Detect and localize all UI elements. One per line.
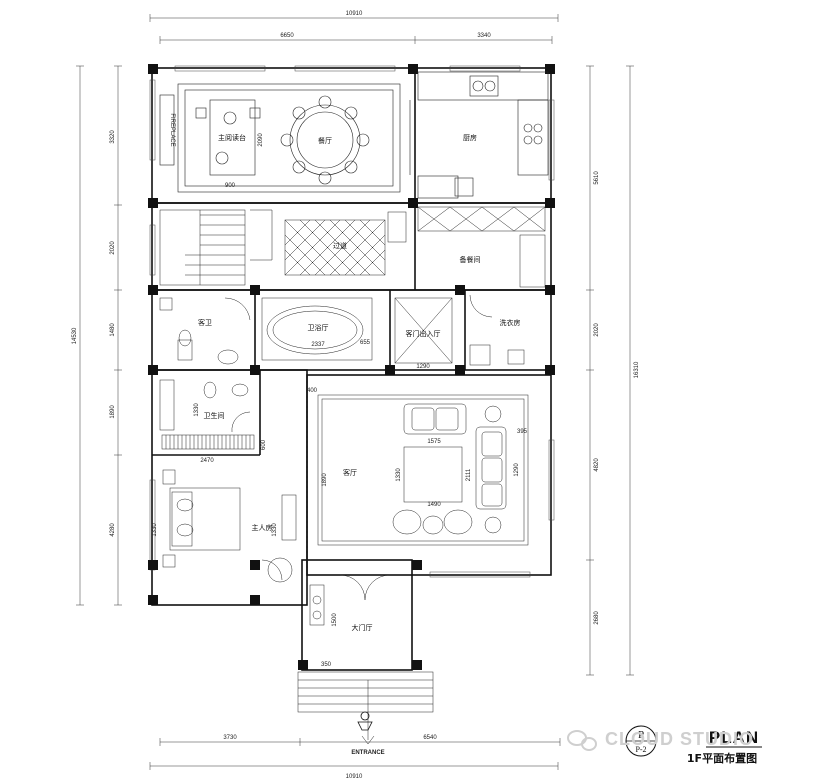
room-label-bath-hall: 卫浴厅: [308, 323, 329, 332]
room-label-laundry: 洗衣房: [500, 318, 521, 327]
watermark-text: CLOUD STUDIO: [605, 729, 754, 749]
room-label-foyer: 大门厅: [352, 623, 373, 632]
wardrobe: [161, 434, 255, 450]
room-label-dining: 餐厅: [318, 136, 332, 145]
dim-living-depth-2: 2111: [466, 468, 472, 481]
label-entrance: ENTRANCE: [351, 750, 384, 756]
room-label-study: 主阅读台: [218, 133, 246, 142]
dim-living-left: 1890: [322, 473, 328, 487]
dim-bottom-total: 10910: [346, 774, 363, 780]
guest-bath-fixtures: [159, 297, 251, 365]
dim-top-left: 6650: [280, 33, 294, 39]
kitchen-area: [409, 71, 549, 199]
dim-left-5: 4280: [110, 523, 116, 537]
room-label-guest-bath: 客卫: [198, 318, 212, 327]
dim-wc: 1330: [194, 403, 200, 417]
room-label-living: 客厅: [343, 468, 357, 477]
dim-bottom-left: 3730: [223, 735, 237, 741]
dim-bottom-right: 6540: [423, 735, 437, 741]
dim-top-right: 3340: [477, 33, 491, 39]
title-plan: PLAN: [709, 728, 759, 747]
dimension-lines: [76, 14, 634, 770]
dim-left-1: 3320: [110, 130, 116, 144]
room-label-entry-hall: 客门出入厅: [406, 329, 441, 338]
dim-right-4: 2680: [594, 611, 600, 625]
dim-living-width-top: 1575: [427, 439, 441, 445]
dim-dining-height: 2090: [258, 133, 264, 147]
room-label-wc: 卫生间: [204, 411, 225, 420]
dim-sofa-depth: 395: [517, 429, 528, 435]
dim-right-total: 16310: [634, 361, 640, 378]
dim-top-total: 10910: [346, 11, 363, 17]
corridor-tile-pattern: [284, 211, 407, 276]
dim-bath-width: 2337: [311, 342, 325, 348]
master-bedroom-furniture: [162, 469, 297, 583]
dim-left-4: 1890: [110, 405, 116, 419]
windows: [149, 65, 555, 578]
entrance-figure-icon: [357, 711, 373, 731]
pantry-area: [417, 206, 546, 288]
watermark: CLOUD STUDIO: [567, 729, 754, 751]
dim-closet-width: 2470: [200, 458, 214, 464]
dim-right-2: 2020: [594, 323, 600, 337]
bath-hall-area: [261, 297, 373, 361]
foyer-area: [297, 574, 434, 745]
laundry-area: [469, 294, 525, 366]
title-subtitle: 1F平面布置图: [687, 751, 757, 765]
structural-columns: [148, 64, 555, 670]
dim-master: 1330: [272, 523, 278, 537]
dim-left-2: 2020: [110, 241, 116, 255]
drawing-symbol: P P-2: [625, 725, 657, 757]
dining-area: [159, 83, 401, 193]
dim-left-3: 1480: [110, 323, 116, 337]
label-fireplace: FIREPLACE: [169, 113, 175, 146]
wc-fixtures: [159, 379, 251, 433]
symbol-bottom: P-2: [635, 745, 646, 754]
dim-bed-width: 1330: [152, 523, 158, 537]
exterior-walls: [151, 67, 552, 671]
dim-entrance-depth: 1500: [332, 613, 338, 627]
dim-right-3: 4820: [594, 458, 600, 472]
dim-bath-small: 655: [360, 340, 371, 346]
living-room-furniture: [306, 378, 529, 570]
stairs: [159, 209, 273, 286]
dim-living-width-bottom: 1490: [427, 502, 441, 508]
dim-sofa-len: 1290: [514, 463, 520, 477]
dim-left-total: 14530: [72, 327, 78, 344]
dim-dining-width: 900: [225, 183, 236, 189]
room-label-pantry: 备餐间: [460, 255, 481, 264]
room-label-corridor: 过道: [333, 241, 347, 250]
dim-living-depth: 1330: [396, 468, 402, 482]
wechat-icon: [567, 730, 597, 751]
symbol-top: P: [638, 729, 644, 741]
dim-entrance-step: 350: [321, 662, 332, 668]
dim-wardrobe: 600: [261, 439, 267, 450]
dim-right-1: 5610: [594, 171, 600, 185]
entry-hall-area: [394, 297, 453, 364]
dim-living-top: 400: [307, 388, 318, 394]
dim-hall-width: 1290: [416, 364, 430, 370]
room-label-master: 主人房: [252, 523, 273, 532]
room-label-kitchen: 厨房: [463, 133, 477, 142]
